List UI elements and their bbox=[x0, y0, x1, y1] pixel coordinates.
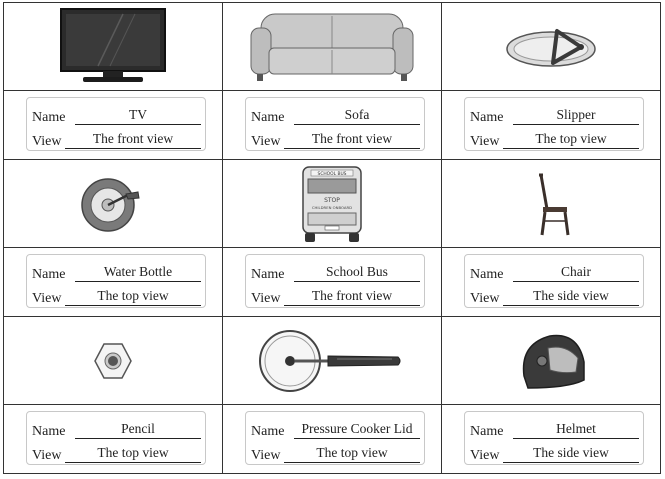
tv-icon bbox=[60, 7, 166, 82]
view-label: View bbox=[251, 134, 281, 149]
name-label: Name bbox=[470, 424, 504, 439]
helmet-icon bbox=[522, 334, 585, 389]
picture-row bbox=[3, 2, 661, 91]
view-label: View bbox=[32, 291, 62, 306]
bus-sign-text: SCHOOL BUS bbox=[318, 171, 347, 177]
view-label: View bbox=[470, 134, 500, 149]
picture-cell bbox=[222, 316, 442, 405]
bus-stop-text: STOP bbox=[324, 197, 340, 204]
view-answer: The front view bbox=[284, 288, 420, 306]
name-answer: Chair bbox=[513, 264, 639, 282]
view-answer: The side view bbox=[503, 445, 639, 463]
view-answer: The top view bbox=[284, 445, 420, 463]
name-answer: Sofa bbox=[294, 107, 420, 125]
name-answer: Slipper bbox=[513, 107, 639, 125]
view-answer: The top view bbox=[65, 445, 201, 463]
name-label: Name bbox=[32, 267, 66, 282]
name-label: Name bbox=[251, 267, 285, 282]
name-answer: School Bus bbox=[294, 264, 420, 282]
picture-cell bbox=[222, 2, 442, 91]
name-label: Name bbox=[470, 110, 504, 125]
view-answer: The front view bbox=[65, 131, 201, 149]
picture-cell bbox=[441, 316, 661, 405]
picture-cell bbox=[441, 159, 661, 248]
picture-row bbox=[3, 316, 661, 405]
picture-cell: SCHOOL BUS STOP CHILDREN ONBOARD bbox=[222, 159, 442, 248]
view-answer: The top view bbox=[65, 288, 201, 306]
name-label: Name bbox=[251, 110, 285, 125]
slipper-icon bbox=[506, 28, 596, 67]
chair-icon bbox=[539, 173, 570, 235]
picture-cell bbox=[3, 159, 223, 248]
school-bus-icon: SCHOOL BUS STOP CHILDREN ONBOARD bbox=[302, 165, 362, 242]
view-label: View bbox=[251, 448, 281, 463]
name-label: Name bbox=[32, 424, 66, 439]
view-label: View bbox=[32, 448, 62, 463]
view-label: View bbox=[470, 291, 500, 306]
view-label: View bbox=[32, 134, 62, 149]
name-answer: TV bbox=[75, 107, 201, 125]
sofa-icon bbox=[250, 13, 414, 81]
name-answer: Helmet bbox=[513, 421, 639, 439]
view-answer: The front view bbox=[284, 131, 420, 149]
bus-caption-text: CHILDREN ONBOARD bbox=[312, 205, 352, 210]
name-label: Name bbox=[32, 110, 66, 125]
view-answer: The top view bbox=[503, 131, 639, 149]
water-bottle-icon bbox=[81, 177, 140, 232]
name-answer: Pressure Cooker Lid bbox=[294, 421, 420, 439]
view-label: View bbox=[251, 291, 281, 306]
picture-cell bbox=[3, 316, 223, 405]
pencil-icon bbox=[94, 342, 132, 379]
view-label: View bbox=[470, 448, 500, 463]
picture-cell bbox=[3, 2, 223, 91]
view-answer: The side view bbox=[503, 288, 639, 306]
picture-row: SCHOOL BUS STOP CHILDREN ONBOARD bbox=[3, 159, 661, 248]
name-answer: Water Bottle bbox=[75, 264, 201, 282]
name-answer: Pencil bbox=[75, 421, 201, 439]
picture-cell bbox=[441, 2, 661, 91]
pressure-cooker-lid-icon bbox=[259, 329, 401, 392]
name-label: Name bbox=[470, 267, 504, 282]
name-label: Name bbox=[251, 424, 285, 439]
